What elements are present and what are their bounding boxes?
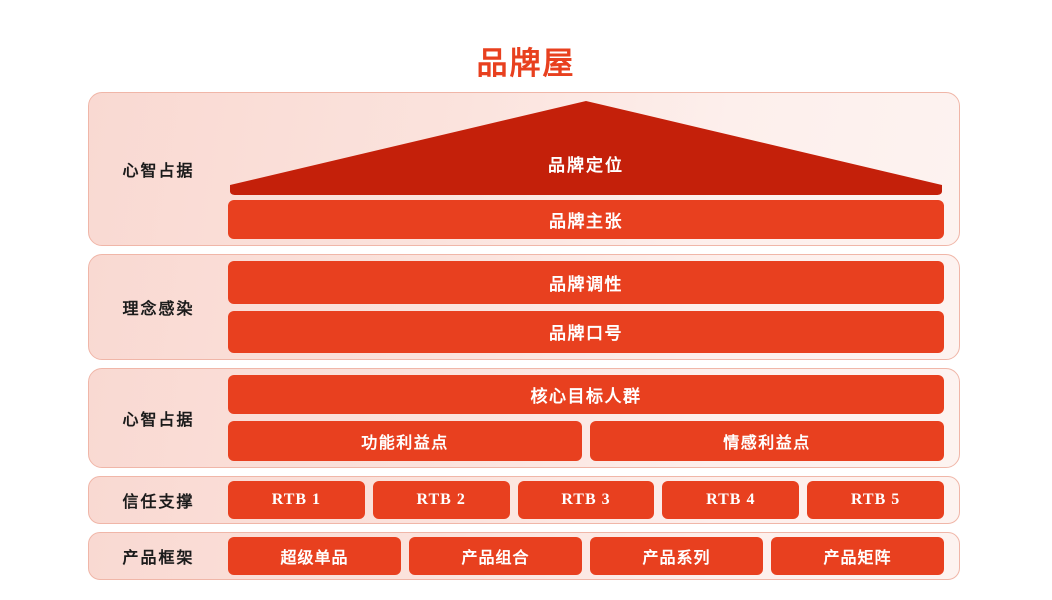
bar-rtb-1[interactable]: RTB 1: [228, 481, 365, 519]
bar-rtb-2[interactable]: RTB 2: [372, 481, 510, 519]
benefits-row: 功能利益点 情感利益点: [228, 421, 944, 461]
bar-functional-benefit[interactable]: 功能利益点: [228, 421, 582, 461]
section-label-trust-support: 信任支撑: [122, 494, 195, 511]
section-mind-occupation-top: 心智占据 品牌定位 品牌主张: [88, 92, 960, 246]
section-label-mind-occupation-bottom: 心智占据: [122, 412, 195, 429]
section-mind-occupation-bottom: 心智占据 核心目标人群 功能利益点 情感利益点: [88, 368, 960, 468]
bar-rtb-3[interactable]: RTB 3: [517, 481, 655, 519]
roof-triangle-icon: [229, 101, 943, 195]
bar-super-product[interactable]: 超级单品: [228, 537, 401, 575]
bar-product-matrix[interactable]: 产品矩阵: [771, 537, 944, 575]
bar-core-target-audience[interactable]: 核心目标人群: [228, 375, 944, 414]
bar-product-series[interactable]: 产品系列: [590, 537, 763, 575]
bar-brand-proposition[interactable]: 品牌主张: [228, 200, 944, 239]
section-label-product-framework: 产品框架: [122, 550, 195, 567]
roof-shape[interactable]: 品牌定位: [228, 99, 944, 195]
section-label-mind-occupation-top: 心智占据: [122, 163, 195, 180]
bar-brand-tonality[interactable]: 品牌调性: [228, 261, 944, 304]
section-concept-influence: 理念感染 品牌调性 品牌口号: [88, 254, 960, 360]
section-product-framework: 产品框架 超级单品 产品组合 产品系列 产品矩阵: [88, 532, 960, 580]
product-framework-row: 超级单品 产品组合 产品系列 产品矩阵: [228, 537, 944, 575]
bar-product-combination[interactable]: 产品组合: [409, 537, 582, 575]
section-label-concept-influence: 理念感染: [122, 301, 195, 318]
section-trust-support: 信任支撑 RTB 1 RTB 2 RTB 3 RTB 4 RTB 5: [88, 476, 960, 524]
rtb-row: RTB 1 RTB 2 RTB 3 RTB 4 RTB 5: [228, 481, 944, 519]
bar-brand-slogan[interactable]: 品牌口号: [228, 310, 944, 353]
bar-rtb-5[interactable]: RTB 5: [807, 481, 944, 519]
brand-house-diagram: 心智占据 品牌定位 品牌主张 理念感染 品牌调性 品牌口号 心智占据 核心目标人…: [88, 92, 960, 588]
bar-rtb-4[interactable]: RTB 4: [662, 481, 800, 519]
bar-emotional-benefit[interactable]: 情感利益点: [590, 421, 944, 461]
page-title: 品牌屋: [476, 46, 576, 81]
